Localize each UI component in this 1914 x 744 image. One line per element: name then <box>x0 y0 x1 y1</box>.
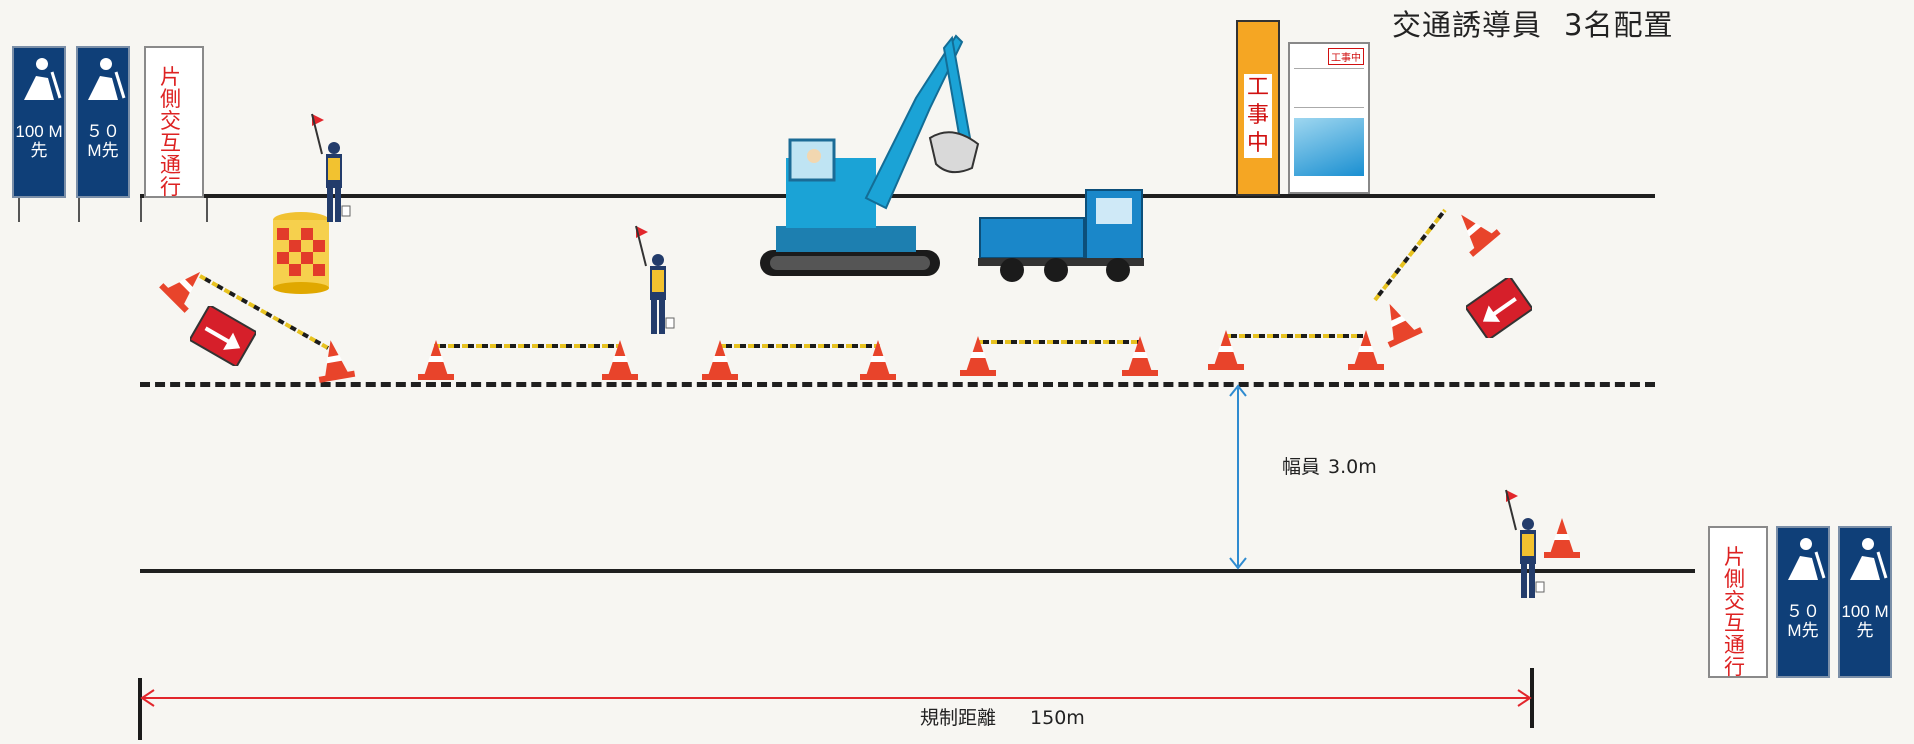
worker-sign-icon <box>1788 538 1826 580</box>
construction-board-vertical-text: 工事中 <box>1244 74 1272 158</box>
flagman-icon <box>1505 489 1545 598</box>
flagman-icon <box>635 225 675 334</box>
construction-board: 工事中 <box>1288 42 1370 194</box>
flagman-icon <box>311 113 351 222</box>
arrow-board-icon <box>190 306 256 366</box>
distance-arrow <box>138 668 1534 740</box>
cone-barriers <box>159 203 1580 558</box>
sign-50m-right-text: ５０ M先 <box>1786 602 1820 640</box>
construction-board-details <box>1294 68 1364 108</box>
sign-100m-right-text: 100 M先 <box>1841 602 1889 640</box>
sign-alternate-left-text: 片側交互通行 <box>160 65 181 199</box>
dump-truck-icon <box>978 189 1144 282</box>
center-line <box>140 382 1655 387</box>
sign-100m-left-text: 100 M先 <box>15 122 63 160</box>
distance-label-text: 規制距離 <box>920 707 997 729</box>
distance-value: 150m <box>1030 707 1085 729</box>
construction-board-title: 工事中 <box>1328 48 1364 65</box>
diagram-title: 交通誘導員 3名配置 <box>1392 2 1673 44</box>
worker-sign-icon <box>1850 538 1888 580</box>
width-value: 3.0m <box>1328 456 1377 478</box>
excavator-icon <box>760 34 980 276</box>
sign-100m-right: 100 M先 <box>1838 526 1892 678</box>
sign-alternate-left: 片側交互通行 <box>144 46 204 198</box>
sign-50m-left: ５０ M先 <box>76 46 130 198</box>
road-edge-bottom <box>140 569 1695 573</box>
distance-label: 規制距離 150m <box>920 703 1085 730</box>
width-arrow <box>1229 384 1247 570</box>
sign-alternate-right: 片側交互通行 <box>1708 526 1768 678</box>
width-label: 幅員 3.0m <box>1282 452 1377 479</box>
arrow-board-icon <box>1466 278 1532 338</box>
worker-sign-icon <box>88 58 126 100</box>
sign-leg <box>78 198 80 222</box>
title-count: 3名配置 <box>1564 8 1674 42</box>
sign-leg <box>140 198 142 222</box>
drum-barrier-icon <box>273 212 329 294</box>
sign-50m-right: ５０ M先 <box>1776 526 1830 678</box>
sign-leg <box>206 198 208 222</box>
worker-sign-icon <box>24 58 62 100</box>
road-edge-top <box>140 194 1655 198</box>
sign-50m-left-text: ５０ M先 <box>86 122 120 160</box>
sign-alternate-right-text: 片側交互通行 <box>1724 545 1745 679</box>
sign-100m-left: 100 M先 <box>12 46 66 198</box>
sign-leg <box>18 198 20 222</box>
width-label-text: 幅員 <box>1282 456 1321 478</box>
construction-board-picture <box>1294 118 1364 176</box>
title-text: 交通誘導員 <box>1392 8 1543 42</box>
construction-board-vertical: 工事中 <box>1236 20 1280 196</box>
